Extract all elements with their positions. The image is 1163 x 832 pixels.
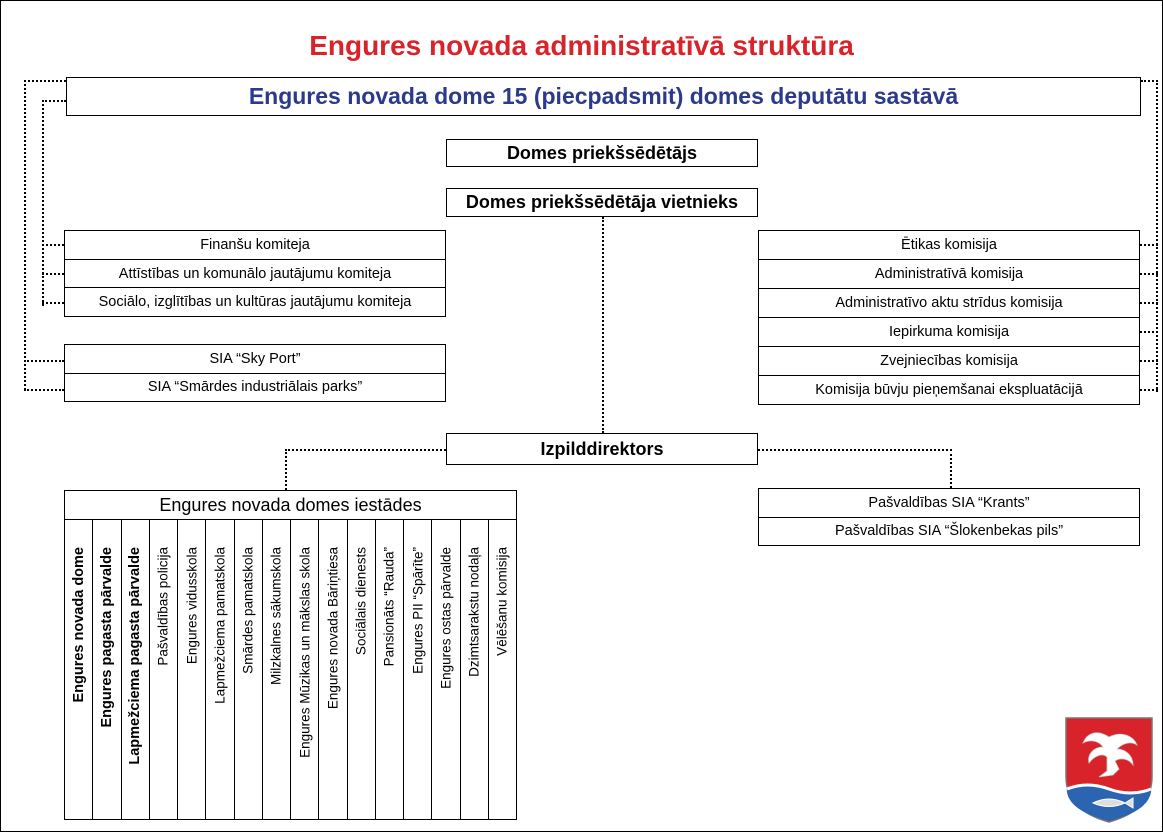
institution-label: Engures ostas pārvalde [438, 547, 454, 689]
commission-item: Administratīvā komisija [759, 259, 1139, 288]
institution-label: Pansionāts “Rauda” [381, 547, 397, 667]
institution-label: Dzimtsarakstu nodaļa [466, 547, 482, 677]
connector [1140, 360, 1158, 362]
commissions-box: Ētikas komisija Administratīvā komisija … [758, 230, 1140, 405]
connector [1156, 80, 1158, 392]
connector [285, 449, 287, 490]
connector [950, 449, 952, 488]
connector [24, 80, 26, 390]
company-item: SIA “Smārdes industriālais parks” [65, 372, 445, 402]
connector [24, 360, 64, 362]
chairman-box: Domes priekšsēdētājs [446, 139, 758, 167]
institution-column: Pašvaldības policija [148, 519, 177, 819]
institution-label: Engures Mūzikas un mākslas skola [297, 547, 313, 758]
connector [24, 389, 64, 391]
commission-item: Administratīvo aktu strīdus komisija [759, 288, 1139, 317]
committee-item: Sociālo, izglītības un kultūras jautājum… [65, 287, 445, 316]
institution-column: Engures novada Bāriņtiesa [318, 519, 346, 819]
committee-item: Finanšu komiteja [200, 236, 310, 253]
connector [1140, 331, 1158, 333]
institution-column: Smārdes pamatskola [233, 519, 262, 819]
institution-column: Lapmežciema pamatskola [205, 519, 233, 819]
institution-column: Engures vidusskola [177, 519, 205, 819]
institution-column: Engures pagasta pārvalde [92, 519, 120, 819]
commission-item: Iepirkuma komisija [759, 317, 1139, 346]
institution-label: Vēlēšanu komisija [494, 547, 510, 656]
institution-label: Lapmežciema pamatskola [212, 547, 228, 704]
connector [1141, 80, 1158, 82]
commission-item: Ētikas komisija [901, 237, 997, 253]
chart-title: Engures novada administratīvā struktūra [309, 30, 854, 61]
institution-label: Engures novada Bāriņtiesa [325, 547, 341, 710]
companies-box: SIA “Sky Port” SIA “Smārdes industriālai… [64, 344, 446, 402]
institution-label: Smārdes pamatskola [240, 547, 256, 674]
connector [1140, 273, 1158, 275]
institution-column: Engures novada dome [65, 519, 92, 819]
municipal-company-item: Pašvaldības SIA “Krants” [868, 494, 1030, 511]
connector [1140, 244, 1158, 246]
institution-label: Lapmežciema pagasta pārvalde [127, 547, 144, 765]
institution-label: Engures PII “Spārīte” [410, 547, 426, 674]
connector [602, 217, 604, 433]
institution-column: Engures Mūzikas un mākslas skola [290, 519, 318, 819]
committee-item: Attīstības un komunālo jautājumu komitej… [65, 258, 445, 288]
municipal-company-item: Pašvaldības SIA “Šlokenbekas pils” [759, 516, 1139, 546]
institution-label: Milzkalnes sākumskola [268, 547, 284, 686]
institution-label: Engures novada dome [70, 547, 87, 703]
connector [42, 273, 64, 275]
institution-label: Engures pagasta pārvalde [98, 547, 115, 728]
institution-column: Pansionāts “Rauda” [374, 519, 403, 819]
coat-of-arms-icon [1065, 717, 1153, 823]
institution-label: Sociālais dienests [353, 547, 369, 656]
connector [42, 100, 66, 102]
connector [1140, 389, 1158, 391]
institution-column: Engures ostas pārvalde [431, 519, 459, 819]
connector [42, 100, 44, 306]
institutions-header: Engures novada domes iestādes [65, 491, 516, 520]
institution-column: Engures PII “Spārīte” [403, 519, 431, 819]
municipal-companies-box: Pašvaldības SIA “Krants” Pašvaldības SIA… [758, 488, 1140, 546]
commission-item: Komisija būvju pieņemšanai ekspluatācijā [759, 375, 1139, 404]
connector [758, 449, 952, 451]
committees-box: Finanšu komiteja Attīstības un komunālo … [64, 230, 446, 317]
institutions-columns: Engures novada dome Engures pagasta pārv… [65, 519, 516, 819]
connector [1140, 302, 1158, 304]
institution-column: Vēlēšanu komisija [487, 519, 516, 819]
director-box: Izpilddirektors [446, 433, 758, 465]
institution-column: Lapmežciema pagasta pārvalde [120, 519, 149, 819]
institution-column: Dzimtsarakstu nodaļa [459, 519, 488, 819]
institution-column: Sociālais dienests [346, 519, 375, 819]
council-box: Engures novada dome 15 (piecpadsmit) dom… [66, 77, 1141, 116]
institution-column: Milzkalnes sākumskola [261, 519, 290, 819]
connector [42, 302, 64, 304]
institution-label: Engures vidusskola [184, 547, 200, 665]
commission-item: Zvejniecības komisija [759, 346, 1139, 375]
institution-label: Pašvaldības policija [155, 547, 171, 666]
institutions-box: Engures novada domes iestādes Engures no… [64, 490, 517, 820]
company-item: SIA “Sky Port” [209, 350, 301, 367]
connector [285, 449, 446, 451]
connector [24, 80, 66, 82]
connector [42, 244, 64, 246]
vice-chairman-box: Domes priekšsēdētāja vietnieks [446, 188, 758, 217]
